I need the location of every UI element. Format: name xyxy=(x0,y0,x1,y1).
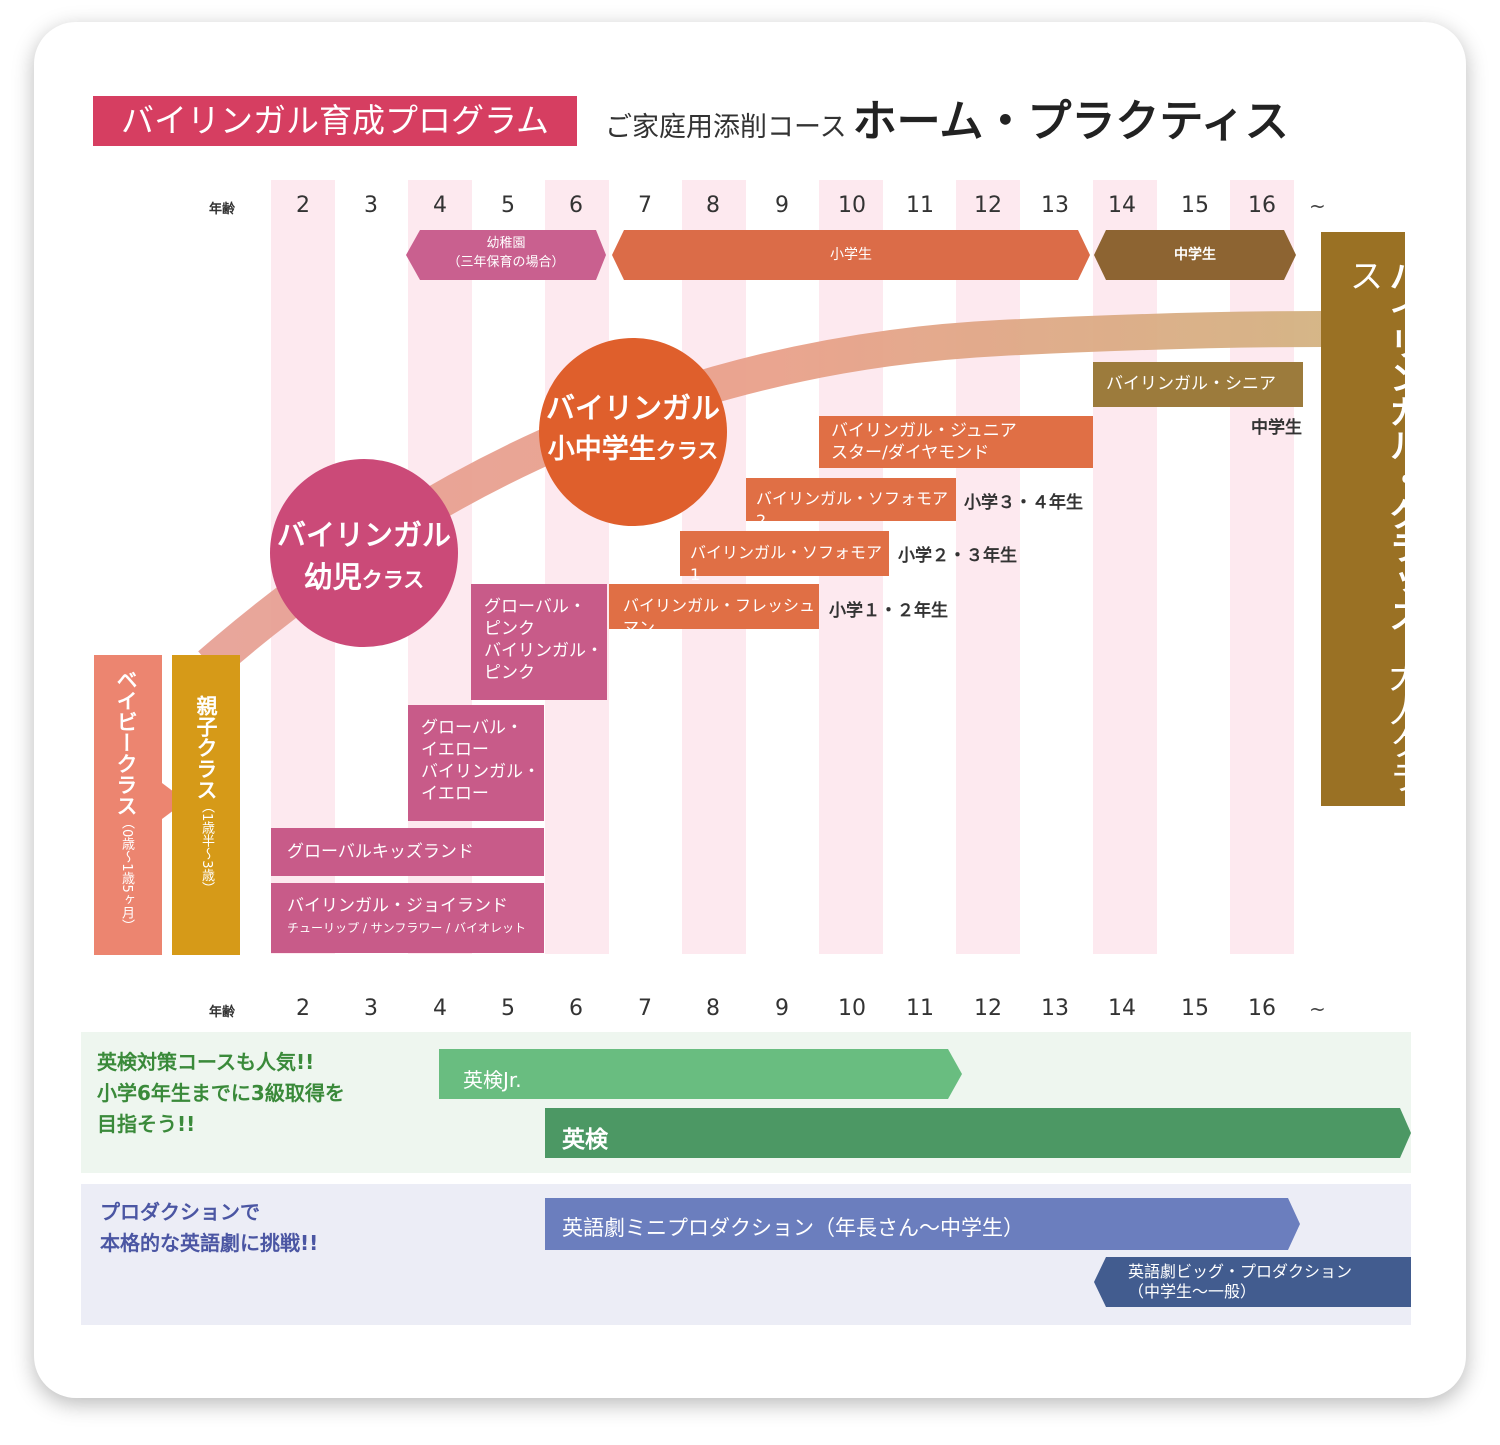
age-num: 8 xyxy=(706,996,720,1021)
infant-circle-line1: バイリンガル xyxy=(276,518,451,552)
age-num: 7 xyxy=(638,996,652,1021)
age-num: 6 xyxy=(569,996,583,1021)
age-num: 5 xyxy=(501,193,515,218)
age-num: 12 xyxy=(974,193,1002,218)
eiken-jr-label: 英検Jr. xyxy=(463,1068,522,1092)
production-arrows xyxy=(545,1198,1411,1307)
sophomore2-class-bar: バイリンガル・ソフォモア2 xyxy=(746,478,956,530)
age-num: 15 xyxy=(1181,996,1209,1021)
age-num: 6 xyxy=(569,193,583,218)
age-num: 5 xyxy=(501,996,515,1021)
age-num: 9 xyxy=(775,193,789,218)
age-num: 12 xyxy=(974,996,1002,1021)
production-promo-text: プロダクションで 本格的な英語劇に挑戦!! xyxy=(100,1200,319,1255)
elementary-arrow xyxy=(612,230,1090,280)
freshman-class-note: 小学１・２年生 xyxy=(829,601,948,621)
junior-class-bar: バイリンガル・ジュニア スター/ダイヤモンド xyxy=(819,416,1093,468)
age-num: 2 xyxy=(296,996,310,1021)
age-num: 7 xyxy=(638,193,652,218)
age-label: 年齢 xyxy=(209,1005,236,1020)
kindergarten-label: 幼稚園 （三年保育の場合） xyxy=(406,234,606,272)
mini-production-arrow xyxy=(545,1198,1300,1250)
age-num: 11 xyxy=(906,193,934,218)
age-num: 14 xyxy=(1108,996,1136,1021)
kindergarten-line2: （三年保育の場合） xyxy=(447,255,565,270)
joyland-class-bar: バイリンガル・ジョイランド チューリップ / サンフラワー / バイオレット xyxy=(271,883,544,953)
sophomore1-class-bar: バイリンガル・ソフォモア1 xyxy=(680,531,889,584)
age-num: 10 xyxy=(838,193,866,218)
eiken-arrows xyxy=(439,1049,1411,1158)
age-num: 2 xyxy=(296,193,310,218)
senior-class-bar: バイリンガル・シニア xyxy=(1093,362,1303,407)
age-stripe-14 xyxy=(1093,180,1157,954)
kindergarten-arrow xyxy=(406,230,606,280)
age-num: 13 xyxy=(1041,193,1069,218)
junior-high-arrow xyxy=(1094,230,1296,280)
infant-class-circle: バイリンガル 幼児クラス xyxy=(270,459,458,647)
age-num: 15 xyxy=(1181,193,1209,218)
kindergarten-line1: 幼稚園 xyxy=(486,236,526,251)
adult-class-label: バイリンガル・グラッズ大人クラス xyxy=(1343,258,1423,794)
course-name: ホーム・プラクティス xyxy=(852,96,1289,147)
stage-arrows xyxy=(406,230,1296,280)
infant-circle-line2: 幼児クラス xyxy=(303,560,425,594)
age-num: 16 xyxy=(1248,996,1276,1021)
school-circle-line2: 小中学生クラス xyxy=(547,434,719,465)
eiken-arrow xyxy=(545,1108,1411,1158)
age-num: 4 xyxy=(433,996,447,1021)
program-title: バイリンガル育成プログラム xyxy=(93,96,577,146)
eiken-promo-text: 英検対策コースも人気!! 小学6年生までに3級取得を 目指そう!! xyxy=(97,1050,345,1136)
adult-class-bar: バイリンガル・グラッズ大人クラス xyxy=(1321,232,1423,806)
age-num: 3 xyxy=(364,996,378,1021)
kids-land-class-bar: グローバルキッズランド xyxy=(271,828,544,876)
elementary-label: 小学生 xyxy=(830,247,872,263)
eiken-jr-arrow xyxy=(439,1049,962,1099)
age-num: 4 xyxy=(433,193,447,218)
eiken-label: 英検 xyxy=(562,1127,608,1153)
junior-class-line2: スター/ダイヤモンド xyxy=(831,443,990,463)
junior-class-line1: バイリンガル・ジュニア xyxy=(831,421,1017,441)
age-stripe-12 xyxy=(956,180,1020,954)
school-circle-line1: バイリンガル xyxy=(545,391,720,425)
baby-class-bar: ベイビークラス（0歳〜1歳5ヶ月） xyxy=(94,655,162,955)
age-label: 年齢 xyxy=(209,202,236,217)
sophomore2-class-note: 小学３・４年生 xyxy=(964,493,1083,513)
age-num: 16 xyxy=(1248,193,1276,218)
school-class-circle: バイリンガル 小中学生クラス xyxy=(539,338,727,526)
age-num: 3 xyxy=(364,193,378,218)
course-title: ご家庭用添削コースホーム・プラクティス xyxy=(605,100,1289,150)
global-pink-class-bar: グローバル・ ピンク バイリンガル・ ピンク xyxy=(471,584,607,700)
age-stripe-16 xyxy=(1230,180,1294,954)
age-num: 8 xyxy=(706,193,720,218)
big-production-arrow xyxy=(1094,1257,1411,1307)
parent-class-bar: 親子クラス（1歳半〜3歳） xyxy=(172,655,240,955)
big-production-label: 英語劇ビッグ・プロダクション （中学生〜一般） xyxy=(1128,1262,1353,1301)
age-stripe-6 xyxy=(545,180,609,954)
age-num: 13 xyxy=(1041,996,1069,1021)
global-yellow-class-bar: グローバル・ イエロー バイリンガル・ イエロー xyxy=(408,705,544,821)
age-num: 14 xyxy=(1108,193,1136,218)
age-tilde: ~ xyxy=(1309,997,1326,1021)
freshman-class-bar: バイリンガル・フレッシュマン xyxy=(609,584,819,637)
parent-class-label: 親子クラス（1歳半〜3歳） xyxy=(194,695,218,895)
age-num: 11 xyxy=(906,996,934,1021)
age-tilde: ~ xyxy=(1309,194,1326,218)
mini-production-label: 英語劇ミニプロダクション（年長さん〜中学生） xyxy=(562,1216,1024,1240)
age-num: 9 xyxy=(775,996,789,1021)
course-prefix: ご家庭用添削コース xyxy=(605,112,847,143)
baby-class-label: ベイビークラス（0歳〜1歳5ヶ月） xyxy=(114,669,138,932)
senior-class-note: 中学生 xyxy=(1251,418,1302,438)
age-num: 10 xyxy=(838,996,866,1021)
sophomore1-class-note: 小学２・３年生 xyxy=(898,546,1017,566)
junior-high-label: 中学生 xyxy=(1174,247,1216,263)
